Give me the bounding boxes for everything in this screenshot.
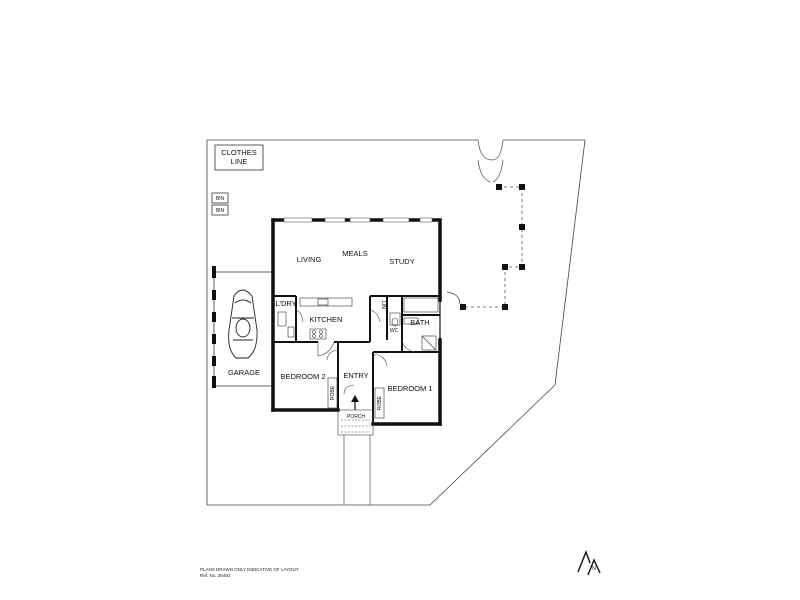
- footer-disclaimer: PLANS DRAWN ONLY INDICATIVE OF LAYOUT: [200, 567, 299, 572]
- doors: [295, 309, 416, 395]
- linen-label: LIN: [380, 301, 386, 309]
- footer-reference: Ref. No. 25492: [200, 573, 231, 578]
- robe-left-label: ROBE: [330, 385, 336, 400]
- bin-label-a: BIN: [216, 196, 225, 202]
- entry-arrow-icon: [351, 395, 359, 410]
- robe-left-box: [327, 377, 338, 409]
- meals-label: MEALS: [342, 249, 367, 258]
- clothes-line-box: [214, 144, 264, 171]
- bedroom1-label: BEDROOM 1: [387, 384, 432, 393]
- fence: [460, 184, 525, 310]
- property-boundary: [206, 139, 586, 506]
- windows-top: [283, 217, 433, 223]
- bin-box-a: [211, 192, 229, 204]
- porch: [337, 409, 374, 436]
- north-arrow-icon: [577, 550, 601, 576]
- clothes-line-label-2: LINE: [231, 157, 248, 166]
- bin-box-b: [211, 204, 229, 216]
- interior-walls: [273, 295, 440, 424]
- kitchen-fittings: [277, 297, 353, 340]
- gate: [477, 139, 504, 183]
- bath-label: BATH: [410, 318, 429, 327]
- clothes-line-label-1: CLOTHES: [221, 148, 256, 157]
- robe-right-box: [374, 387, 385, 419]
- study-label: STUDY: [389, 257, 414, 266]
- bin-label-b: BIN: [216, 208, 225, 214]
- laundry-label: L'DRY: [275, 299, 296, 308]
- entry-label: ENTRY: [343, 371, 368, 380]
- north-label: N: [592, 566, 596, 572]
- bedroom2-label: BEDROOM 2: [280, 372, 325, 381]
- driveway: [343, 435, 371, 505]
- bathroom-fittings: [389, 297, 439, 351]
- living-label: LIVING: [297, 255, 322, 264]
- garage-label: GARAGE: [228, 368, 260, 377]
- kitchen-label: KITCHEN: [310, 315, 343, 324]
- car-icon: [228, 289, 258, 359]
- side-gate: [446, 291, 461, 305]
- robe-right-label: ROBE: [377, 395, 383, 410]
- porch-label: PORCH: [347, 414, 365, 420]
- garage: [212, 266, 273, 388]
- wc-label: WC: [390, 328, 399, 334]
